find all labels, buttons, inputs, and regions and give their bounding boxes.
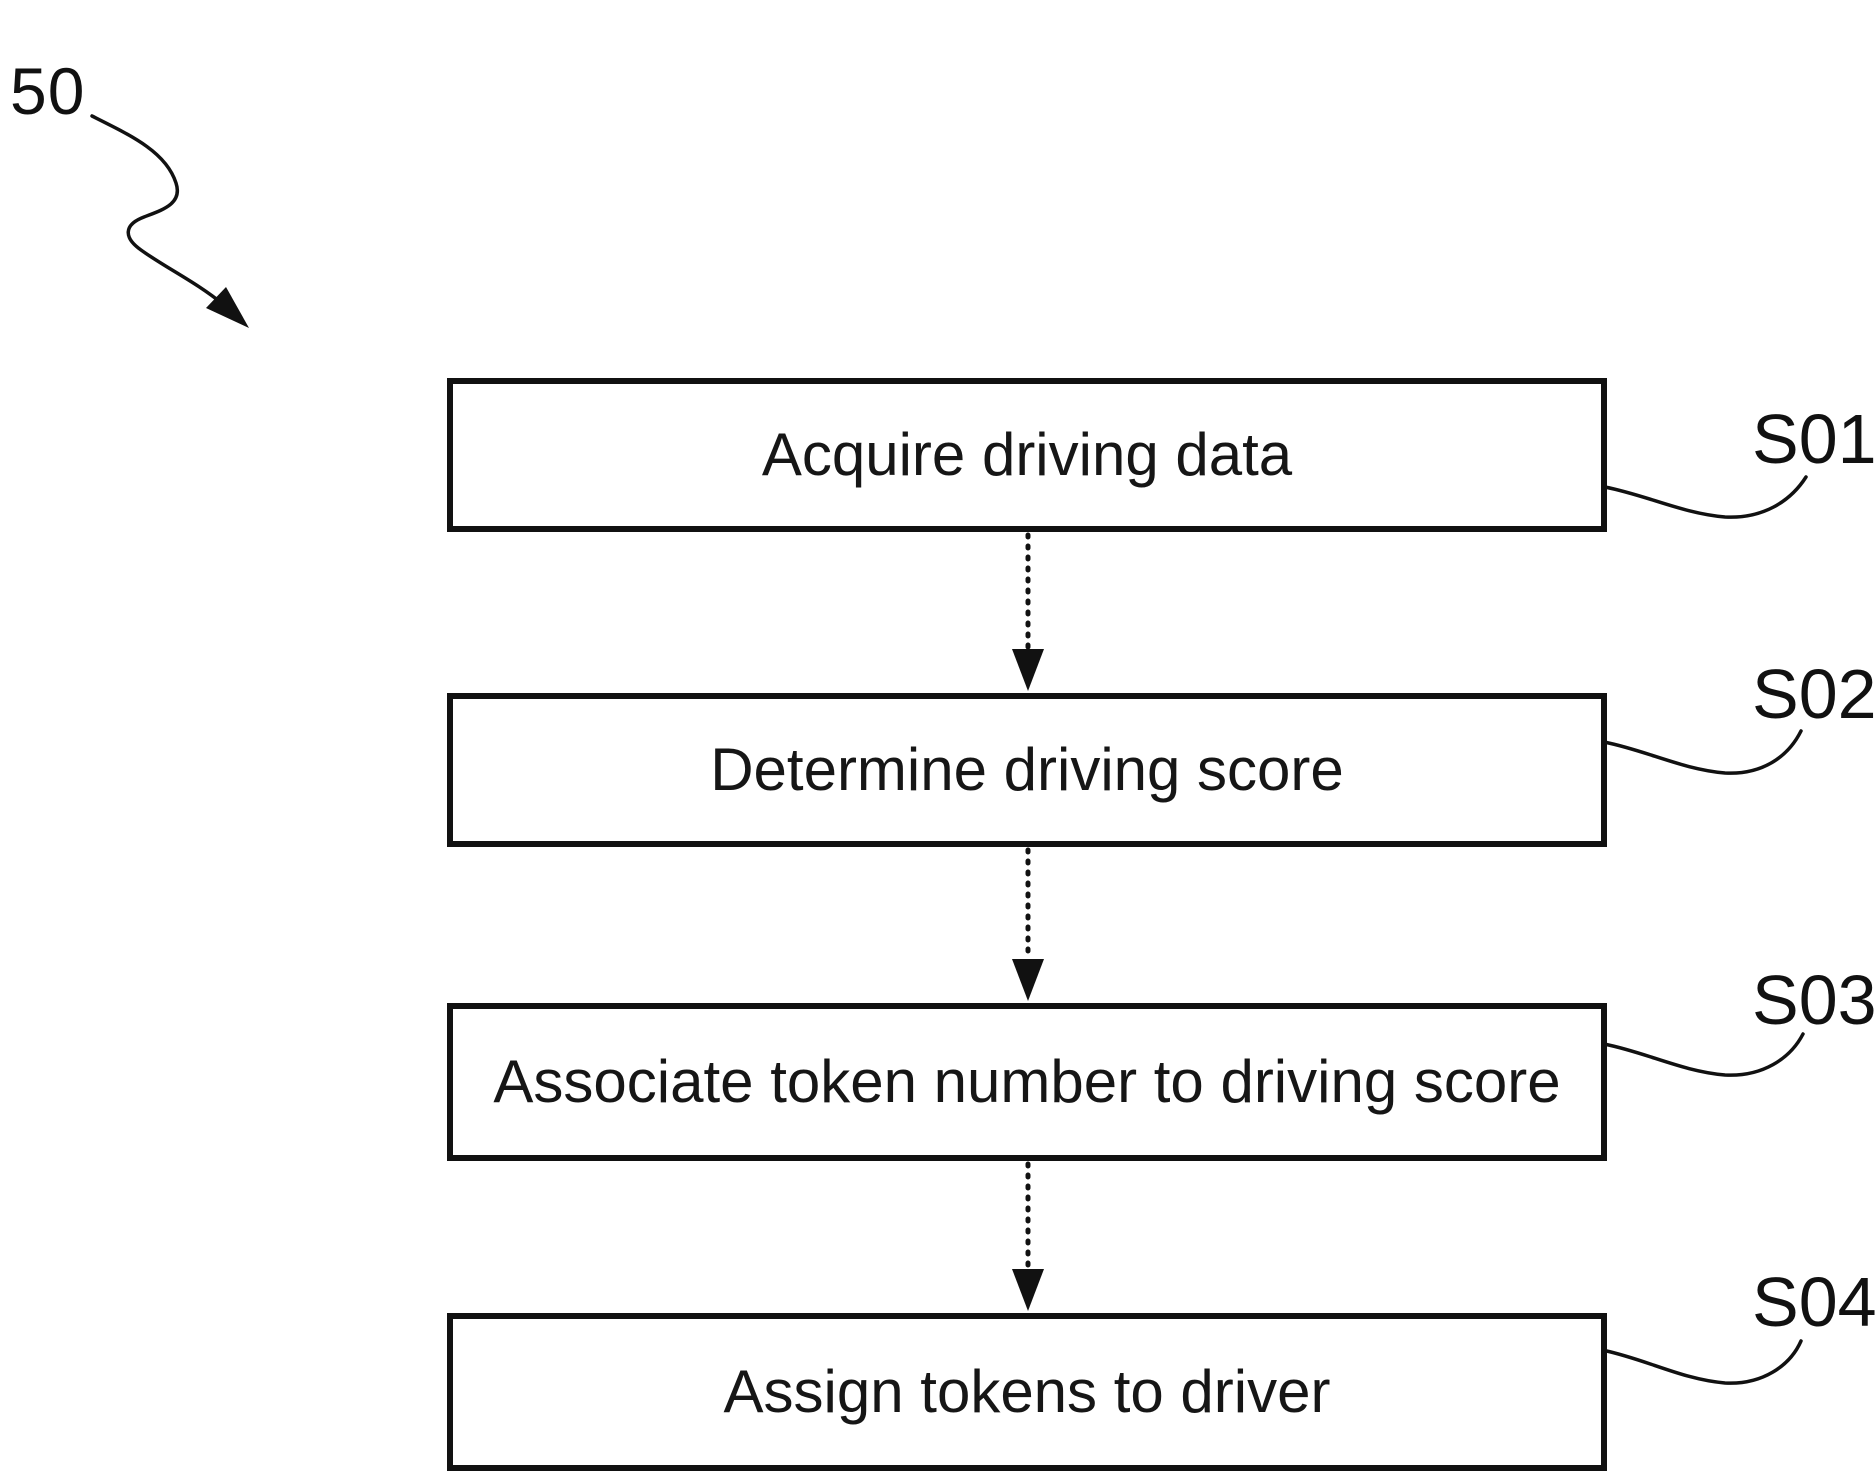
reference-arrowhead-icon <box>206 287 249 328</box>
flow-arrowhead-1-icon <box>1012 649 1044 691</box>
reference-squiggle-arrow <box>90 114 249 328</box>
step-box-1: Acquire driving data <box>447 378 1607 532</box>
reference-squiggle-path <box>90 114 226 307</box>
flow-arrowhead-3-icon <box>1012 1269 1044 1311</box>
step-tag-s02: S02 <box>1752 655 1876 733</box>
step-box-3: Associate token number to driving score <box>447 1003 1607 1161</box>
flow-arrow-s03-s04 <box>1012 1161 1044 1311</box>
step-3-label: Associate token number to driving score <box>493 1048 1561 1115</box>
flow-arrowhead-2-icon <box>1012 959 1044 1001</box>
step-tag-s03: S03 <box>1752 961 1876 1039</box>
step-1-label: Acquire driving data <box>761 421 1293 488</box>
step-box-4: Assign tokens to driver <box>447 1313 1607 1471</box>
step-tag-s04: S04 <box>1752 1263 1876 1341</box>
flow-arrow-s01-s02 <box>1012 532 1044 691</box>
step-box-2: Determine driving score <box>447 693 1607 847</box>
step-2-label: Determine driving score <box>710 736 1344 803</box>
step-4-label: Assign tokens to driver <box>723 1358 1331 1425</box>
step-tag-s01: S01 <box>1752 400 1876 478</box>
figure-reference-label: 50 <box>10 54 86 128</box>
flow-arrow-s02-s03 <box>1012 847 1044 1001</box>
